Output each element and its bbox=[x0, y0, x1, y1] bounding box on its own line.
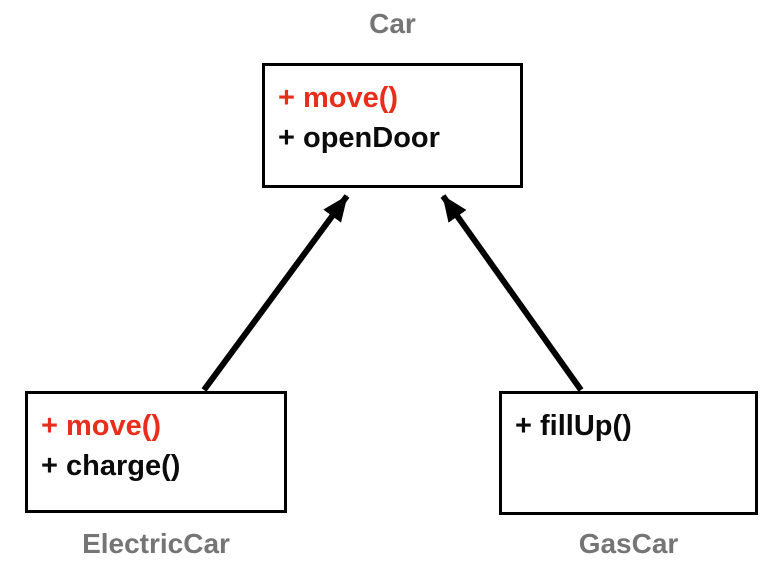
method-label-car-opendoor: + openDoor bbox=[278, 122, 440, 154]
method-label-electriccar-charge: + charge() bbox=[41, 450, 181, 482]
inheritance-arrow-electriccar-to-car bbox=[201, 194, 350, 392]
inheritance-arrow-gascar-to-car bbox=[440, 194, 584, 392]
class-box-electric-car: + move() + charge() bbox=[25, 391, 287, 513]
method-label-gascar-fillup: + fillUp() bbox=[515, 410, 632, 442]
class-box-gas-car: + fillUp() bbox=[499, 391, 758, 515]
method-label-car-move: + move() bbox=[278, 82, 399, 114]
method-label-electriccar-move: + move() bbox=[41, 410, 162, 442]
class-box-car: + move() + openDoor bbox=[262, 63, 523, 188]
class-name-label-gas-car: GasCar bbox=[578, 528, 679, 559]
class-name-label-electric-car: ElectricCar bbox=[82, 528, 230, 559]
class-name-label-car: Car bbox=[369, 8, 416, 39]
